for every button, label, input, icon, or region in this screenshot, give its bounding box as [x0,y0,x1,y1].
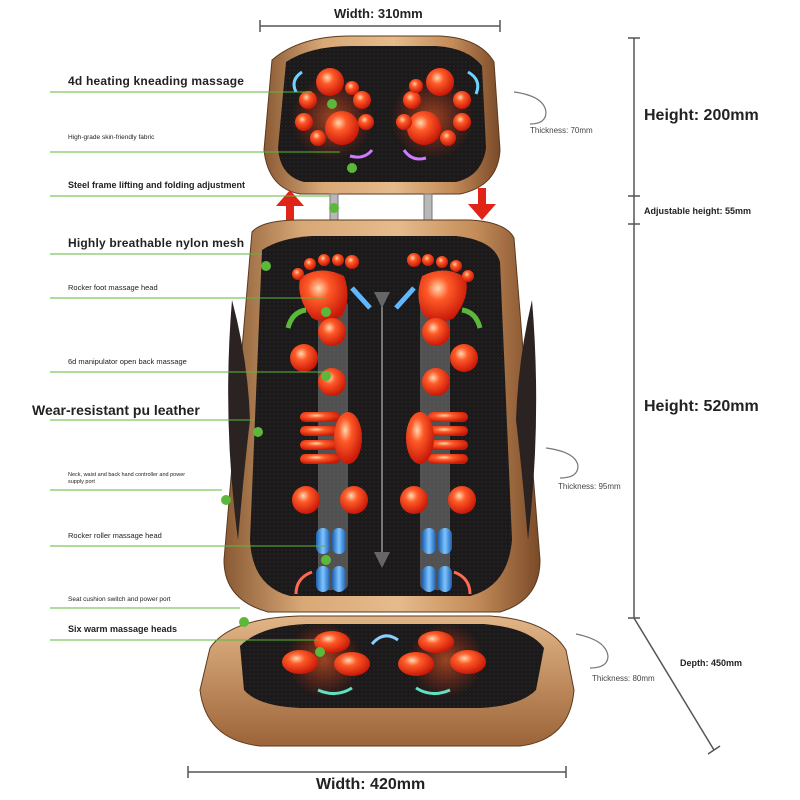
seat-massage-nodes [282,622,486,698]
headrest [263,35,501,195]
back-thickness-label: Thickness: 95mm [558,482,621,491]
rocker-roller-label: Rocker roller massage head [68,531,162,540]
depth-label: Depth: 450mm [680,658,743,668]
thickness-curls [513,91,609,669]
back-height-label: Height: 520mm [644,398,759,415]
pu-leather-label: Wear-resistant pu leather [32,402,200,418]
rocker-foot-label: Rocker foot massage head [68,283,158,292]
dimension-lines [187,20,721,778]
headrest-posts [329,193,433,223]
seat-thickness-label: Thickness: 80mm [592,674,655,683]
nylon-mesh-label: Highly breathable nylon mesh [68,236,245,250]
controller-port-label: Neck, waist and back hand controller and… [68,472,186,485]
warm-heads-label: Six warm massage heads [68,624,178,634]
headrest-heating-nodes [290,68,480,161]
manipulator-back-label: 6d manipulator open back massage [68,357,187,366]
heating-kneading-label: 4d heating kneading massage [68,74,245,88]
bottom-width-label: Width: 420mm [316,776,426,793]
lift-arrows [276,188,496,222]
head-height-label: Height: 200mm [644,107,759,124]
backrest-massage-nodes [285,253,483,595]
seat-cushion [199,615,575,747]
leader-lines [50,91,340,641]
head-thickness-label: Thickness: 70mm [530,126,593,135]
seat-switch-label: Seat cushion switch and power port [68,596,171,603]
adjustable-height-label: Adjustable height: 55mm [644,206,752,216]
skin-friendly-fabric-label: High-grade skin-friendly fabric [68,134,155,141]
backrest [223,219,541,613]
leader-dots [221,99,357,657]
top-width-label: Width: 310mm [334,6,423,21]
steel-frame-label: Steel frame lifting and folding adjustme… [68,180,246,190]
